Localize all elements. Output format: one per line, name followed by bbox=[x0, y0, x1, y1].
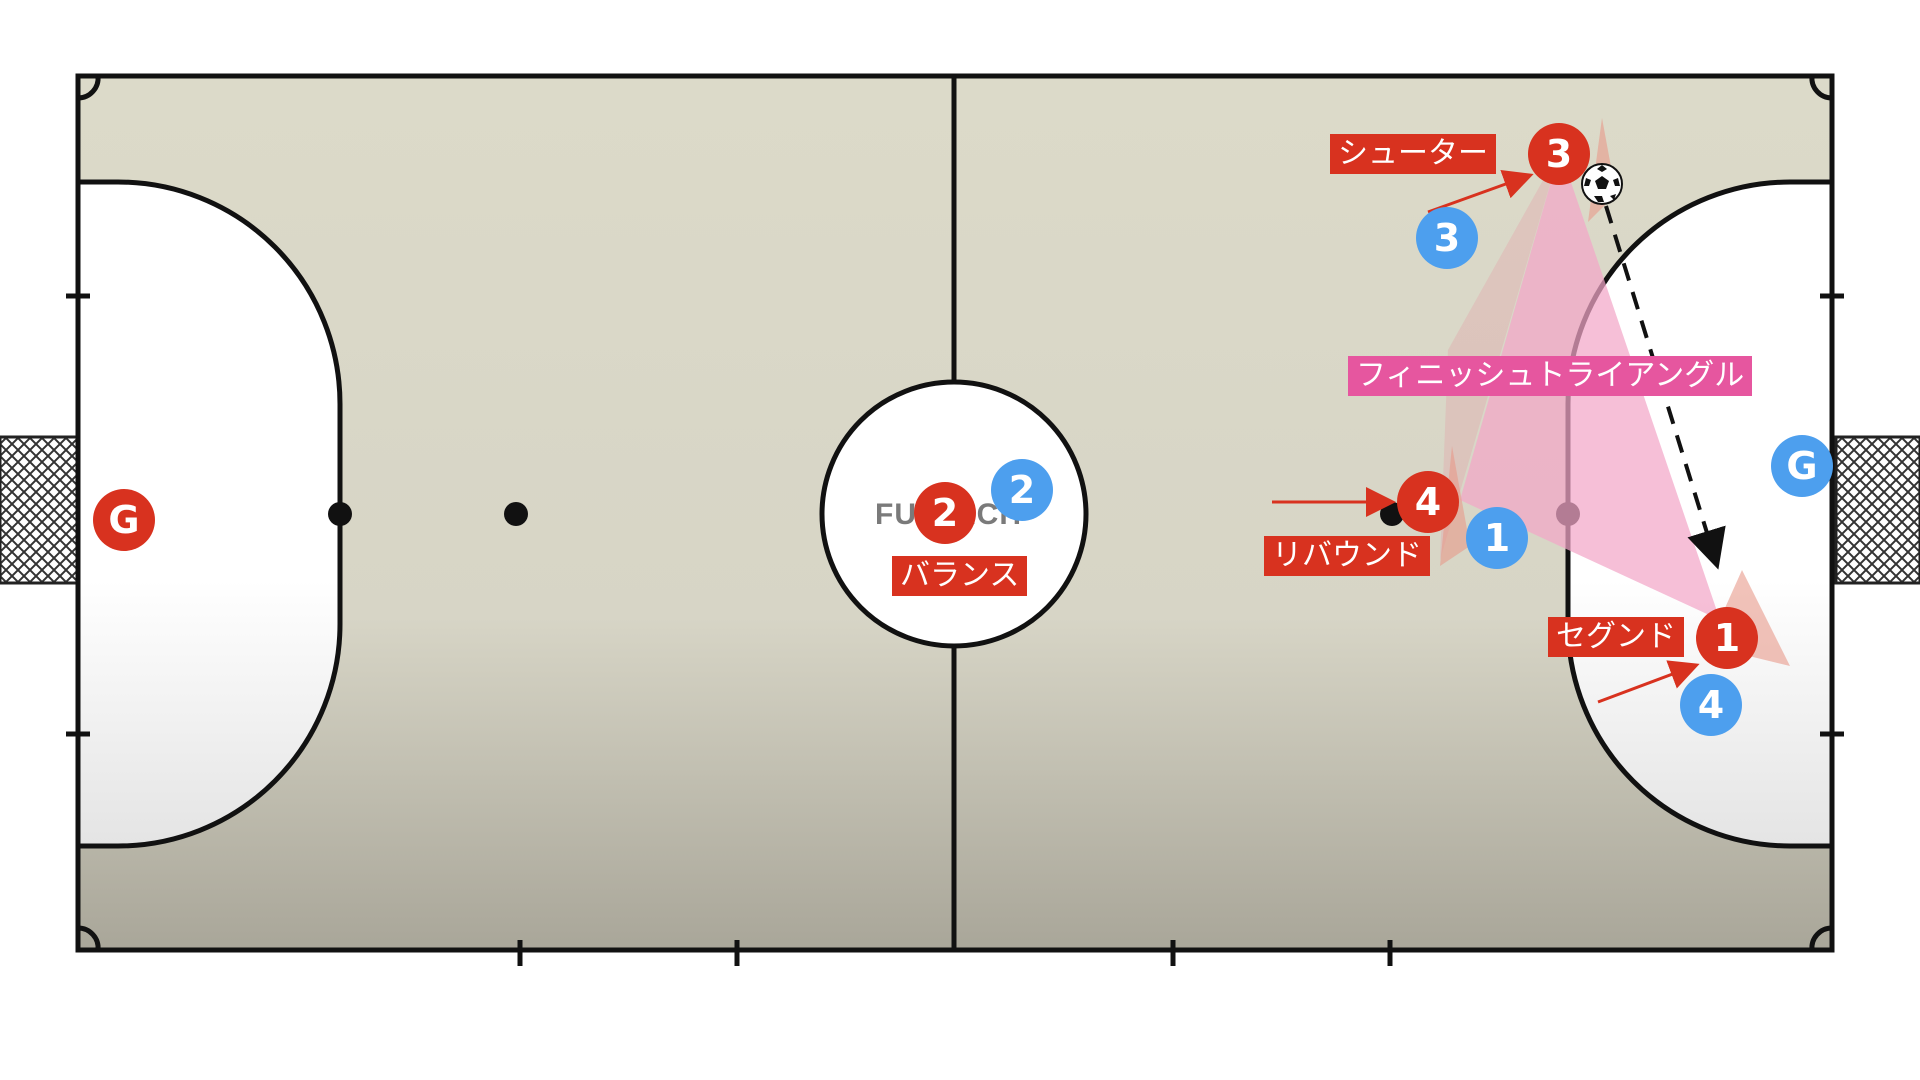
balance-label: バランス bbox=[892, 556, 1028, 596]
blue-player-4: 4 bbox=[1680, 674, 1742, 736]
rebound-label: リバウンド bbox=[1264, 536, 1430, 576]
second-label: セグンド bbox=[1548, 617, 1684, 657]
red-player-3: 3 bbox=[1528, 123, 1590, 185]
blue-player-2: 2 bbox=[991, 459, 1053, 521]
left-penalty-area bbox=[75, 179, 343, 849]
left-goal-net bbox=[0, 435, 80, 585]
red-player-2: 2 bbox=[914, 482, 976, 544]
finish-triangle-label: フィニッシュトライアングル bbox=[1348, 356, 1753, 396]
blue-player-1: 1 bbox=[1466, 507, 1528, 569]
blue-goalkeeper: G bbox=[1771, 435, 1833, 497]
shooter-label: シューター bbox=[1330, 134, 1496, 174]
red-goalkeeper: G bbox=[93, 489, 155, 551]
arrow-blue4-to-red1 bbox=[1597, 660, 1700, 704]
red-player-4: 4 bbox=[1397, 471, 1459, 533]
right-goal-net bbox=[1834, 435, 1920, 585]
blue-player-3: 3 bbox=[1416, 207, 1478, 269]
red-player-1: 1 bbox=[1696, 607, 1758, 669]
arrow-blue3-to-red3 bbox=[1427, 170, 1534, 214]
soccer-ball-icon bbox=[1581, 163, 1623, 205]
